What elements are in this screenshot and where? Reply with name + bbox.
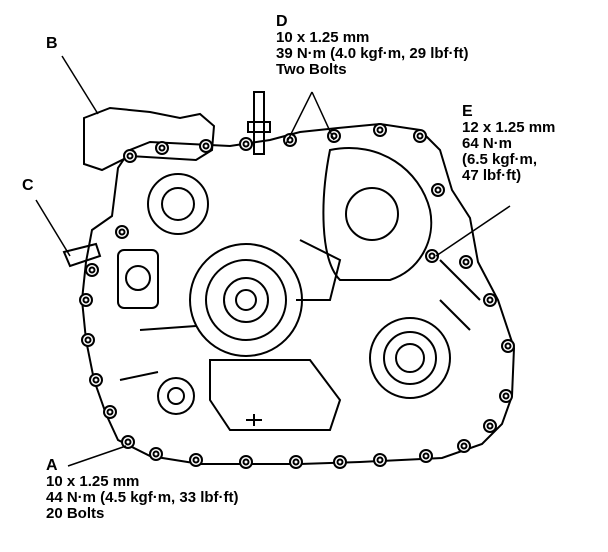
- bolt-center: [460, 442, 468, 450]
- callout-e-letter: E: [462, 103, 473, 120]
- sensor-c: [62, 242, 102, 268]
- bolt-center: [82, 296, 90, 304]
- callout-a-line: 10 x 1.25 mm: [46, 473, 140, 490]
- bolt-center: [152, 450, 160, 458]
- leader-d-1: [285, 91, 313, 145]
- bolt-center: [428, 252, 436, 260]
- bolt-center: [124, 438, 132, 446]
- bolt-center: [202, 142, 210, 150]
- callout-b-letter: B: [46, 35, 58, 52]
- bolt-center: [336, 458, 344, 466]
- bolt-center: [88, 266, 96, 274]
- leader-b: [61, 55, 99, 115]
- bolt-center: [242, 140, 250, 148]
- bolt-center: [486, 296, 494, 304]
- callout-c: C: [22, 178, 34, 194]
- bolt-center: [292, 458, 300, 466]
- callout-a-letter: A: [46, 457, 58, 474]
- bolt-center: [502, 392, 510, 400]
- bolt-center: [462, 258, 470, 266]
- right-bore: [369, 317, 451, 399]
- bolt-center: [242, 458, 250, 466]
- callout-e-line: 64 N·m: [462, 135, 513, 152]
- bolt-center: [504, 342, 512, 350]
- callout-e-line: 47 lbf·ft): [462, 167, 522, 184]
- callout-d-line: 10 x 1.25 mm: [276, 29, 370, 46]
- callout-e-line: 12 x 1.25 mm: [462, 119, 556, 136]
- bolt-center: [486, 422, 494, 430]
- callout-d-line: Two Bolts: [276, 61, 347, 78]
- lower-boss: [157, 377, 195, 415]
- leader-d-2: [311, 91, 335, 141]
- callout-a: A 10 x 1.25 mm 44 N·m (4.5 kgf·m, 33 lbf…: [46, 458, 239, 522]
- leader-e: [435, 205, 511, 257]
- left-plate: [117, 249, 159, 309]
- bolt-center: [84, 336, 92, 344]
- callout-d: D 10 x 1.25 mm 39 N·m (4.0 kgf·m, 29 lbf…: [276, 14, 469, 78]
- callout-b: B: [46, 36, 58, 52]
- callout-a-line: 20 Bolts: [46, 505, 105, 522]
- bolt-center: [92, 376, 100, 384]
- bolt-center: [376, 126, 384, 134]
- bolt-center: [118, 228, 126, 236]
- callout-e-line: (6.5 kgf·m,: [462, 151, 538, 168]
- bracket-b: [83, 106, 216, 172]
- upper-chamber: [322, 147, 433, 281]
- bolt-center: [434, 186, 442, 194]
- bolt-center: [106, 408, 114, 416]
- leader-c: [35, 199, 71, 257]
- callout-e: E 12 x 1.25 mm 64 N·m (6.5 kgf·m, 47 lbf…: [462, 104, 555, 184]
- bolt-center: [416, 132, 424, 140]
- gear-cluster: [147, 173, 209, 235]
- callout-c-letter: C: [22, 177, 34, 194]
- case-outline: [80, 122, 516, 465]
- bolt-center: [376, 456, 384, 464]
- bolt-center: [158, 144, 166, 152]
- callout-d-letter: D: [276, 13, 288, 30]
- callout-a-line: 44 N·m (4.5 kgf·m, 33 lbf·ft): [46, 489, 239, 506]
- bolt-center: [422, 452, 430, 460]
- bolt-center: [192, 456, 200, 464]
- callout-d-line: 39 N·m (4.0 kgf·m, 29 lbf·ft): [276, 45, 469, 62]
- leader-a: [67, 445, 127, 467]
- bolt-center: [126, 152, 134, 160]
